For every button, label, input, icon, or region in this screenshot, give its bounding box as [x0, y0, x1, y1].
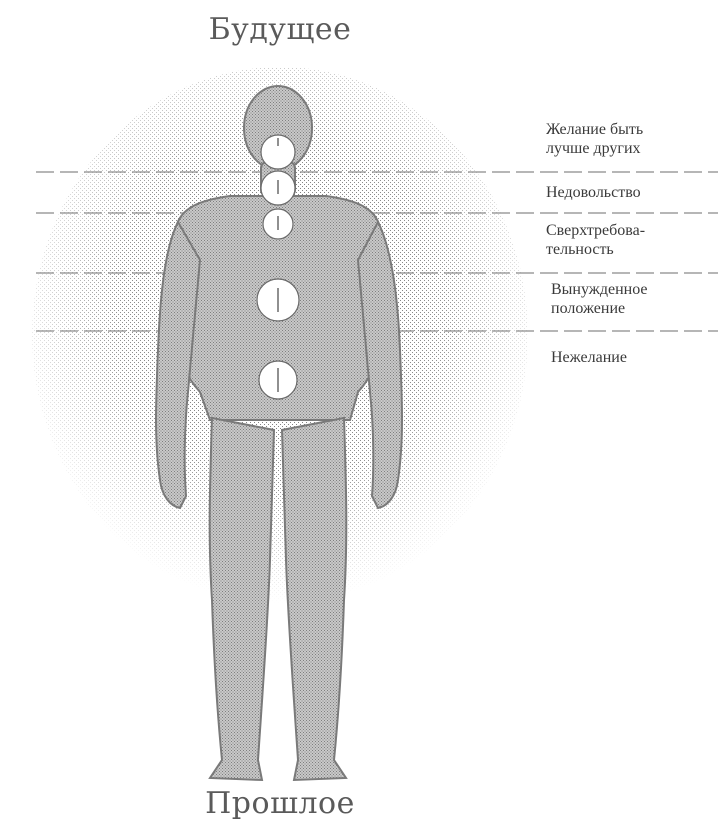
level-label-dissatisfaction: Недовольство — [546, 183, 718, 202]
level-label-line: Сверхтребова- — [546, 221, 718, 240]
future-label: Будущее — [0, 12, 560, 47]
level-label-line: положение — [551, 299, 718, 318]
level-label-line: лучше других — [546, 139, 718, 158]
level-label-line: Нежелание — [551, 348, 718, 367]
level-label-forced-position: Вынужденное положение — [551, 280, 718, 318]
level-label-unwillingness: Нежелание — [551, 348, 718, 367]
level-label-overdemanding: Сверхтребова- тельность — [546, 221, 718, 259]
level-label-line: Желание быть — [546, 120, 718, 139]
level-label-wish-to-be-better: Желание быть лучше других — [546, 120, 718, 158]
left-leg — [210, 418, 274, 780]
past-label: Прошлое — [0, 786, 560, 821]
level-label-line: тельность — [546, 240, 718, 259]
level-label-line: Вынужденное — [551, 280, 718, 299]
right-leg — [282, 418, 346, 780]
level-label-line: Недовольство — [546, 183, 718, 202]
